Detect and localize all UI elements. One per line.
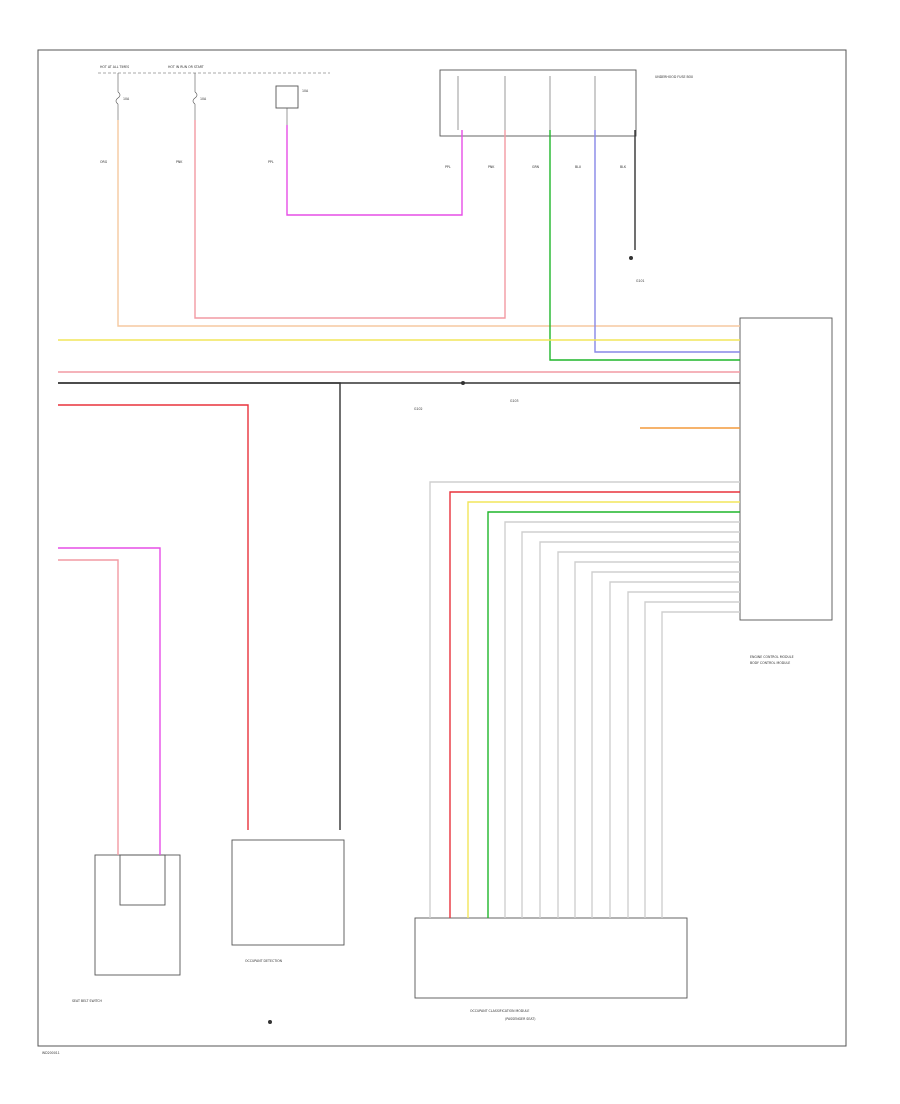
wire-tan-fuse-a — [117, 120, 740, 327]
wire-wht-11 — [661, 611, 740, 918]
fuse-c-label: 10A — [302, 89, 309, 93]
top-module-box — [439, 69, 637, 137]
wire-grn-module — [549, 130, 740, 361]
fuse-header-1: HOT AT ALL TIMES — [100, 65, 129, 69]
diagram-frame — [37, 49, 847, 1047]
wire-wht-3 — [521, 531, 740, 918]
wire-wht-4 — [539, 541, 740, 918]
ground-b-label: G102 — [414, 407, 423, 411]
wire-wht-1 — [429, 481, 740, 918]
wire-tag-blk-mod: BLK — [620, 165, 627, 169]
fuse-symbol-a: 10A — [115, 73, 130, 120]
mid-connector-label: OCCUPANT DETECTION — [245, 959, 283, 963]
footer-code: WD200011 — [42, 1051, 60, 1055]
wire-tag-pnk-mod: PNK — [488, 165, 495, 169]
wire-pnk-left — [58, 559, 119, 855]
wire-tag-grn-mod: GRN — [532, 165, 540, 169]
wire-tag-blu-mod: BLU — [575, 165, 582, 169]
bottom-sensor-title: OCCUPANT CLASSIFICATION MODULE — [470, 1009, 529, 1013]
wire-wht-6 — [574, 561, 740, 918]
wire-wht-5 — [557, 551, 740, 918]
ground-c-label: G103 — [510, 399, 519, 403]
wire-wht-10 — [644, 601, 740, 918]
bottom-sensor-sub: (PASSENGER SEAT) — [505, 1017, 535, 1021]
wire-wht-9 — [627, 591, 740, 918]
wire-blk-left — [58, 382, 341, 830]
wire-wht-7 — [591, 571, 740, 918]
wire-tag-ppl-mod: PPL — [445, 165, 451, 169]
top-module-title: UNDERHOOD FUSE BOX — [655, 75, 694, 79]
wire-red-s — [449, 491, 740, 918]
fuse-symbol-b: 10A — [192, 73, 207, 120]
wire-blu-module — [594, 130, 740, 353]
ecu-connector-box — [739, 317, 833, 621]
fuse-header-2: HOT IN RUN OR START — [168, 65, 204, 69]
wires-group — [58, 120, 740, 918]
wire-tag-tan-top: ORG — [100, 160, 108, 164]
wire-wht-2 — [504, 521, 740, 918]
left-switch-inner — [119, 854, 166, 906]
wire-red-left — [58, 404, 249, 830]
fuse-a-label: 10A — [123, 97, 130, 101]
wire-yel-s — [467, 501, 740, 918]
wire-ppl-fuse-c — [286, 125, 463, 216]
wire-grn-s — [487, 511, 740, 918]
fuse-b-label: 10A — [200, 97, 207, 101]
left-switch-label: SEAT BELT SWITCH — [72, 999, 103, 1003]
wire-wht-8 — [609, 581, 740, 918]
wire-tag-ppl-top: PPL — [268, 160, 274, 164]
ecu-label: ENGINE CONTROL MODULE — [750, 655, 794, 659]
wire-tag-pnk-top: PNK — [176, 160, 183, 164]
wire-pnk-fuse-b — [194, 120, 506, 319]
ecu-label-2: BODY CONTROL MODULE — [750, 661, 790, 665]
ground-a-label: G101 — [636, 279, 645, 283]
fuse-symbol-c: 10A — [275, 85, 309, 125]
mid-connector-box — [231, 839, 345, 946]
bottom-sensor-box — [414, 917, 688, 999]
left-switch-box — [94, 854, 181, 976]
wire-ppl-left — [58, 547, 161, 855]
